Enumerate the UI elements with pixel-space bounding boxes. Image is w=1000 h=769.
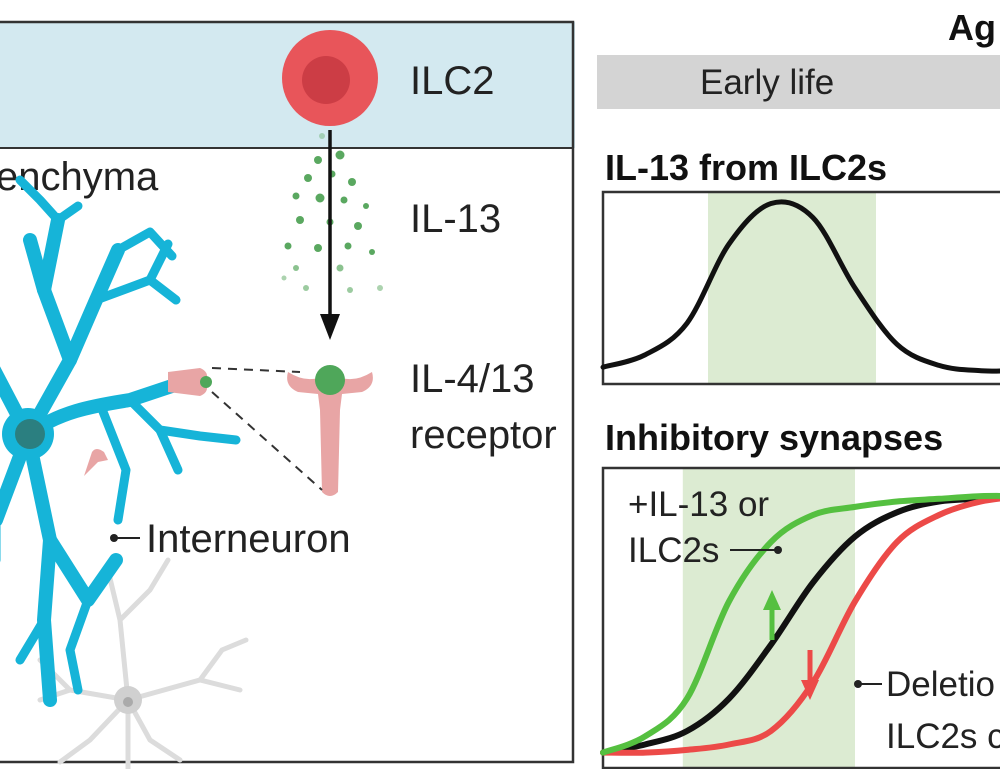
ilc2-nucleus-icon [302, 56, 350, 104]
chart2-title: Inhibitory synapses [605, 417, 943, 458]
zoom-line-bottom [211, 391, 323, 491]
phase-bar [597, 55, 1000, 109]
interneuron-icon [0, 175, 241, 707]
chart1-frame [601, 190, 1000, 386]
receptor-label-line2: receptor [410, 413, 557, 457]
il13-arrowhead-icon [320, 314, 340, 340]
interneuron-label: Interneuron [146, 517, 351, 561]
top-header: Ag [948, 7, 996, 48]
green-series-pointer-dot-icon [774, 546, 782, 554]
left-panel-frame [0, 20, 575, 764]
red-series-pointer-dot-icon [854, 680, 862, 688]
il13-label: IL-13 [410, 197, 501, 241]
red-series-label-line2: ILC2s c [886, 717, 1000, 756]
chart1-title: IL-13 from ILC2s [605, 147, 887, 188]
zoom-line-top [211, 367, 301, 373]
chart2-frame [601, 466, 1000, 769]
chart2-series-green-line [600, 492, 1000, 756]
left-panel: ILC2 enchyma IL-13 IL-4/13 receptor [0, 20, 575, 769]
parenchyma-label: enchyma [0, 155, 159, 199]
dendrite-receptor-icon [84, 368, 212, 476]
receptor-icon [287, 372, 373, 496]
red-series-label-line1: Deletio [886, 665, 995, 704]
phase-label: Early life [700, 63, 834, 102]
il13-dots-icon [281, 133, 383, 293]
right-panel: Ag Early life IL-13 from ILC2s Inhibitor… [597, 7, 1000, 769]
interneuron-nucleus-icon [15, 419, 45, 449]
decrease-arrow-icon [801, 650, 819, 700]
receptor-label-line1: IL-4/13 [410, 357, 535, 401]
interneuron-pointer-dot-icon [110, 534, 118, 542]
green-series-label-line2: ILC2s [628, 531, 719, 570]
green-series-label-line1: +IL-13 or [628, 485, 769, 524]
increase-arrow-icon [763, 590, 781, 640]
chart1-shaded-window [708, 193, 876, 383]
chart1-series-line [600, 199, 1000, 374]
ilc2-label: ILC2 [410, 59, 495, 103]
il13-bound-ligand-icon [315, 365, 345, 395]
